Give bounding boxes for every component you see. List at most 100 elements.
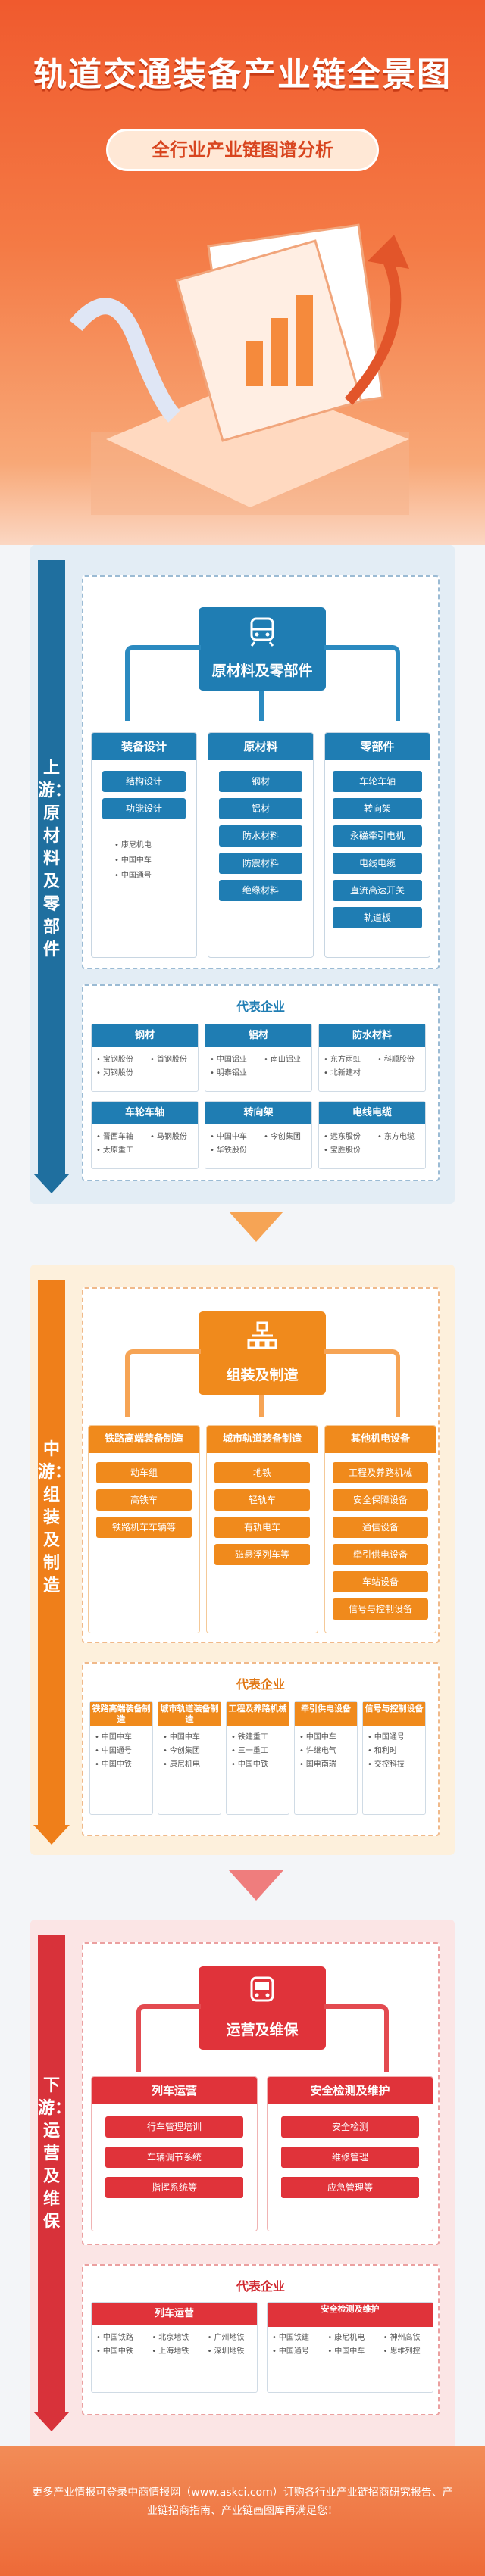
rep-company: 北京地铁 — [152, 2331, 189, 2344]
downstream-spine-label: 下游：运营及维保 — [38, 2076, 72, 2231]
downstream-spine — [38, 1935, 65, 2412]
downstream-col-safety: 安全检测及维护 安全检测 维修管理 应急管理等 — [267, 2076, 433, 2231]
rep-card-title: 防水材料 — [319, 1024, 425, 1047]
hero-banner: 轨道交通装备产业链全景图 全行业产业链图谱分析 — [0, 0, 485, 545]
connector — [324, 645, 400, 721]
item-pill: 直流高速开关 — [333, 880, 422, 901]
item-pill: 铁路机车车辆等 — [96, 1517, 192, 1538]
item-pill: 电线电缆 — [333, 853, 422, 874]
item-pill: 牵引供电设备 — [333, 1544, 428, 1565]
item-pill: 高铁车 — [96, 1489, 192, 1511]
rep-company: 中国铁建 — [272, 2331, 309, 2344]
item-pill: 结构设计 — [102, 771, 186, 792]
rep-company: 中国铁路 — [96, 2331, 133, 2344]
upstream-arrow-icon — [33, 1174, 70, 1193]
rep-card-title: 列车运营 — [92, 2303, 257, 2325]
rep-company: 河钢股份 — [96, 1067, 133, 1080]
midstream-col-rail: 铁路高端装备制造 动车组 高铁车 铁路机车车辆等 — [88, 1425, 200, 1633]
rep-company: 铁建重工 — [231, 1731, 268, 1744]
rep-company: 国电南瑞 — [299, 1758, 336, 1771]
upstream-hub: 原材料及零部件 — [199, 607, 326, 691]
item-pill: 信号与控制设备 — [333, 1598, 428, 1620]
rep-company: 北新建材 — [324, 1067, 361, 1080]
downstream-rep-panel: 代表企业 列车运营中国铁路北京地铁广州地铁中国中铁上海地铁深圳地铁安全检测及维护… — [82, 2264, 440, 2415]
rep-card-title: 铝材 — [205, 1024, 311, 1047]
rep-company: 中国中车 — [299, 1731, 336, 1744]
item-pill: 防水材料 — [219, 825, 302, 847]
rep-company: 中国通号 — [272, 2345, 309, 2358]
rep-company: 科顺股份 — [377, 1053, 415, 1066]
page-subtitle: 全行业产业链图谱分析 — [106, 129, 379, 171]
midstream-col-urban: 城市轨道装备制造 地铁 轻轨车 有轨电车 磁悬浮列车等 — [206, 1425, 318, 1633]
col-title: 铁路高端装备制造 — [89, 1426, 199, 1453]
rep-company: 中国中铁 — [95, 1758, 132, 1771]
rep-card: 安全检测及维护中国铁建康尼机电神州高铁中国通号中国中车思维列控 — [267, 2302, 433, 2393]
page-title: 轨道交通装备产业链全景图 — [33, 55, 452, 94]
rep-company: 宝钢股份 — [96, 1053, 133, 1066]
rep-card-title: 安全检测及维护 — [268, 2303, 433, 2327]
col-title: 城市轨道装备制造 — [207, 1426, 318, 1453]
item-pill: 指挥系统等 — [105, 2177, 243, 2198]
item-pill: 转向架 — [333, 798, 422, 819]
rep-company: 康尼机电 — [163, 1758, 200, 1771]
upstream-hub-label: 原材料及零部件 — [211, 663, 313, 679]
company: 中国中车 — [114, 854, 152, 867]
rep-company: 思维列控 — [383, 2345, 421, 2358]
rep-company: 中国中车 — [210, 1131, 247, 1143]
rep-company: 东方雨虹 — [324, 1053, 361, 1066]
upstream-spine-label: 上游：原材料及零部件 — [38, 759, 72, 959]
flow-arrow-icon — [229, 1870, 283, 1901]
rep-company: 神州高铁 — [383, 2331, 421, 2344]
item-pill: 轨道板 — [333, 907, 422, 928]
train-icon — [250, 617, 274, 647]
connector — [259, 691, 264, 721]
rep-company: 马钢股份 — [150, 1131, 187, 1143]
midstream-spine — [38, 1280, 65, 1825]
col-title: 安全检测及维护 — [268, 2077, 433, 2104]
midstream-arrow-icon — [33, 1825, 70, 1845]
downstream-col-operation: 列车运营 行车管理培训 车辆调节系统 指挥系统等 — [91, 2076, 258, 2231]
rep-company: 东方电缆 — [377, 1131, 415, 1143]
rep-card-title: 信号与控制设备 — [363, 1702, 425, 1726]
item-pill: 磁悬浮列车等 — [214, 1544, 310, 1565]
rep-card: 车轮车轴晋西车轴马钢股份太原重工 — [91, 1101, 199, 1169]
rep-company: 深圳地铁 — [208, 2345, 245, 2358]
rep-card: 信号与控制设备中国通号和利时交控科技 — [362, 1701, 426, 1815]
rep-company: 中国通号 — [95, 1745, 132, 1757]
connector — [259, 1395, 264, 1417]
upstream-col-materials: 原材料 钢材 铝材 防水材料 防震材料 绝缘材料 — [208, 732, 314, 958]
col-title: 零部件 — [325, 733, 430, 760]
upstream-rep-panel: 代表企业 钢材宝钢股份首钢股份河钢股份铝材中国铝业南山铝业明泰铝业防水材料东方雨… — [82, 984, 440, 1181]
maintenance-icon — [250, 1976, 274, 2002]
footer-background — [0, 2446, 485, 2576]
rep-card-title: 工程及养路机械 — [227, 1702, 289, 1726]
company: 中国通号 — [114, 869, 152, 882]
midstream-spine-label: 中游：组装及制造 — [38, 1440, 72, 1595]
rep-company: 和利时 — [368, 1745, 397, 1757]
rep-title: 代表企业 — [236, 1677, 285, 1692]
rep-company: 华铁股份 — [210, 1144, 247, 1157]
item-pill: 动车组 — [96, 1462, 192, 1483]
rep-company: 晋西车轴 — [96, 1131, 133, 1143]
rep-card: 防水材料东方雨虹 科顺股份北新建材 — [318, 1024, 426, 1092]
item-pill: 车站设备 — [333, 1571, 428, 1592]
connector — [324, 2004, 389, 2072]
item-pill: 功能设计 — [102, 798, 186, 819]
item-pill: 轻轨车 — [214, 1489, 310, 1511]
upstream-panel: 原材料及零部件 装备设计 结构设计 功能设计 康尼机电 中国中车 中国通号 原材… — [82, 575, 440, 969]
rep-card-title: 车轮车轴 — [92, 1102, 198, 1124]
rep-card-title: 转向架 — [205, 1102, 311, 1124]
rep-card: 转向架中国中车今创集团华铁股份 — [205, 1101, 312, 1169]
rep-company: 康尼机电 — [327, 2331, 365, 2344]
downstream-panel: 运营及维保 列车运营 行车管理培训 车辆调节系统 指挥系统等 安全检测及维护 安… — [82, 1942, 440, 2245]
item-pill: 工程及养路机械 — [333, 1462, 428, 1483]
rep-card-title: 牵引供电设备 — [295, 1702, 357, 1726]
rep-card: 钢材宝钢股份首钢股份河钢股份 — [91, 1024, 199, 1092]
item-pill: 应急管理等 — [281, 2177, 419, 2198]
footer-note: 更多产业情报可登录中商情报网（www.askci.com）订购各行业产业链招商研… — [32, 2487, 453, 2517]
rep-company: 今创集团 — [163, 1745, 200, 1757]
rep-card-title: 电线电缆 — [319, 1102, 425, 1124]
rep-company: 上海地铁 — [152, 2345, 189, 2358]
downstream-arrow-icon — [33, 2412, 70, 2431]
connector — [125, 645, 201, 721]
